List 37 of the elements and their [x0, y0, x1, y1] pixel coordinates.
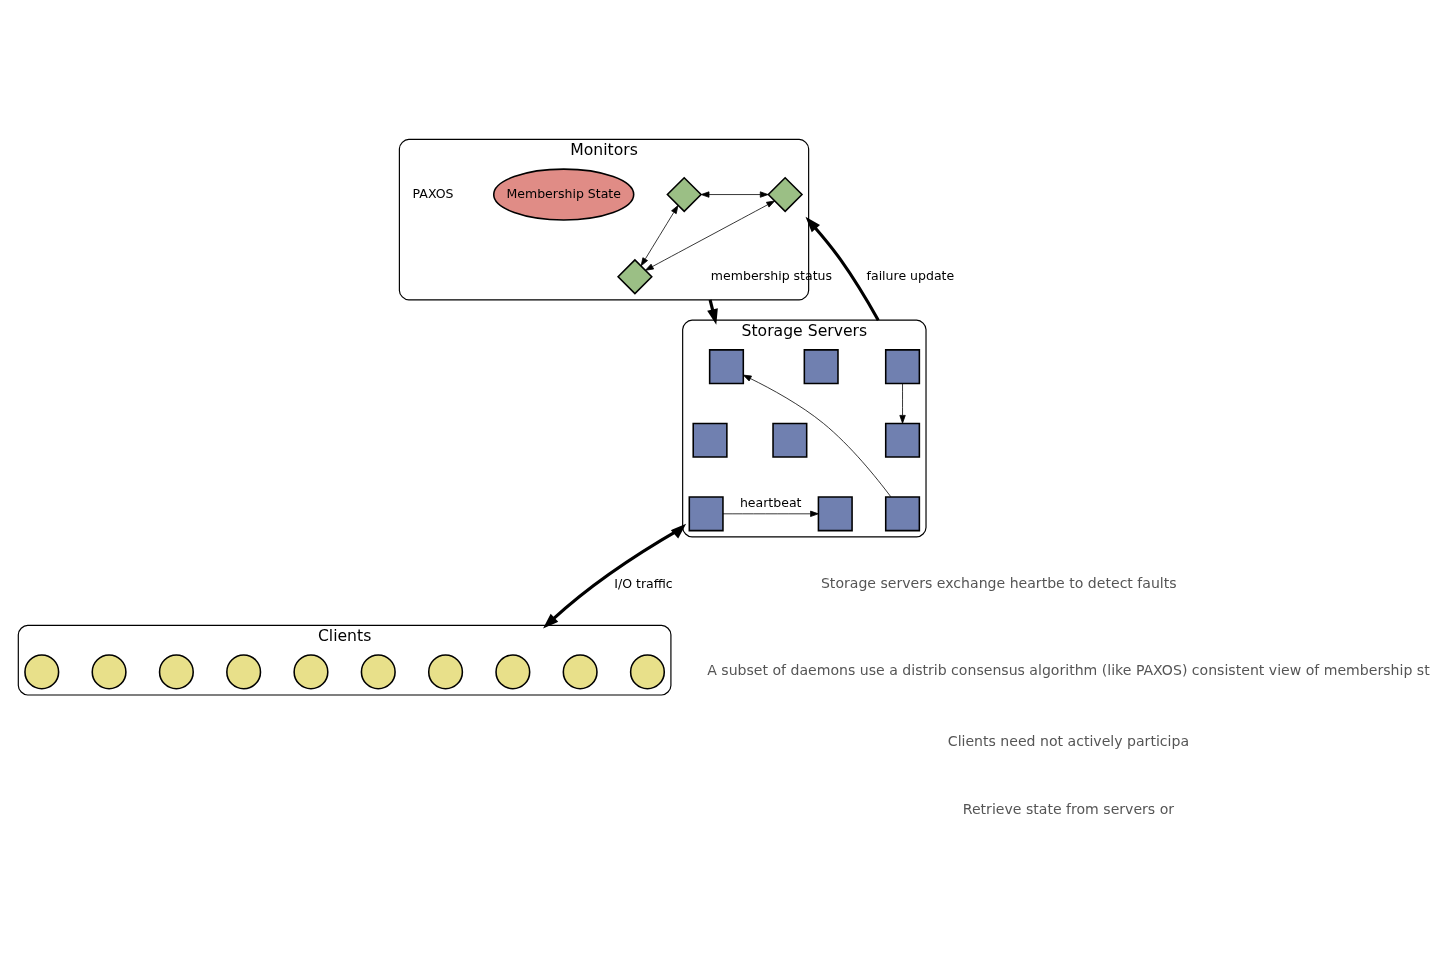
label: Storage servers exchange heartbe to detect faults — [820, 574, 1177, 591]
arrow — [640, 204, 679, 266]
arrow — [899, 382, 906, 424]
arrow — [543, 523, 687, 629]
node-circle — [495, 653, 531, 689]
node-circle — [293, 653, 329, 689]
node-box — [884, 348, 921, 384]
node-box — [688, 495, 724, 531]
arrow — [742, 374, 892, 497]
edge-label: heartbeat — [739, 494, 802, 510]
label: PAXOS — [412, 185, 454, 201]
node-box — [803, 348, 839, 384]
arrow — [700, 190, 769, 198]
node-circle — [629, 653, 666, 689]
node-box — [817, 495, 853, 531]
node-circle — [562, 653, 598, 689]
label: A subset of daemons use a distrib consensus algorithm (like PAXOS) consistent view of membership st — [707, 661, 1430, 678]
node-box — [884, 422, 921, 458]
node-circle — [91, 653, 127, 689]
node-box — [772, 422, 808, 458]
node-ellipse: Membership State — [492, 167, 635, 221]
node-box — [884, 495, 921, 531]
cluster: Clients — [17, 624, 672, 696]
edge-label: failure update — [866, 267, 955, 283]
label: Retrieve state from servers or — [962, 800, 1175, 817]
node-circle — [427, 653, 464, 689]
node-circle — [158, 653, 194, 689]
arrow — [722, 510, 819, 517]
label: Clients need not actively participa — [947, 732, 1190, 749]
node-circle — [24, 653, 60, 689]
node-circle — [226, 653, 262, 689]
node-circle — [360, 653, 396, 689]
node-box — [692, 422, 728, 458]
arrow — [645, 200, 775, 271]
node-box — [708, 348, 745, 384]
arrow — [805, 216, 880, 321]
edge-label: I/O traffic — [614, 575, 673, 591]
